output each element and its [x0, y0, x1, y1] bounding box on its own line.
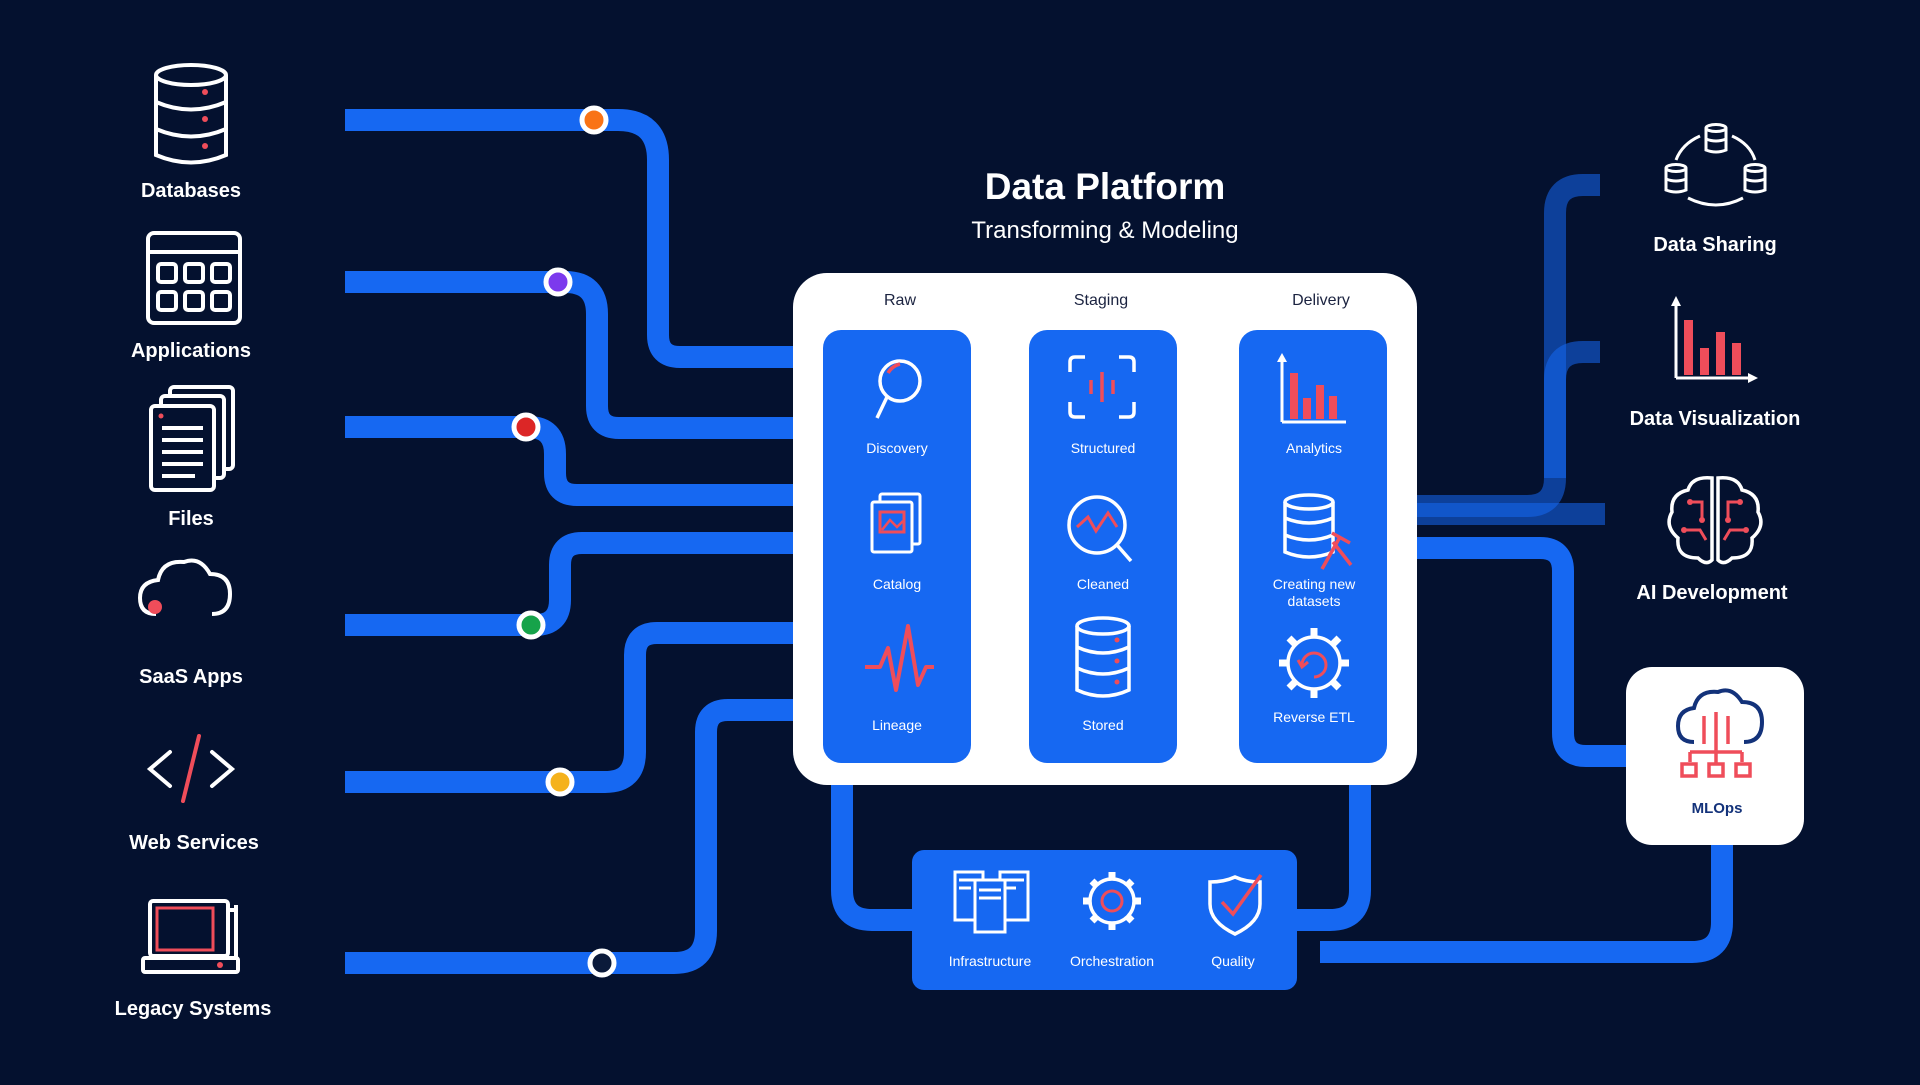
dot-web-services: [545, 767, 575, 797]
applications-grid-icon: [146, 231, 242, 325]
pipe-panel-to-foundation-left: [831, 780, 920, 931]
scan-frame-icon: [1068, 355, 1136, 419]
column-heading-staging: Staging: [1073, 292, 1129, 309]
catalog-icon: [870, 492, 922, 554]
source-label-databases: Databases: [140, 180, 242, 202]
bottom-pipes: [831, 780, 1733, 963]
source-label-files: Files: [168, 508, 214, 530]
pipe-to-mlops: [1415, 537, 1628, 767]
gear-refresh-icon: [1279, 628, 1349, 698]
servers-icon: [953, 870, 1030, 934]
item-label-cleaned: Cleaned: [1076, 576, 1130, 592]
database-tools-icon: [1283, 493, 1353, 570]
source-label-legacy-systems: Legacy Systems: [114, 998, 272, 1020]
database-icon: [1075, 616, 1131, 698]
output-label-data-sharing: Data Sharing: [1653, 234, 1777, 256]
item-label-stored: Stored: [1082, 717, 1124, 733]
source-label-saas-apps: SaaS Apps: [139, 666, 243, 688]
foundation-label-orchestration: Orchestration: [1069, 953, 1155, 969]
database-icon: [154, 63, 228, 165]
item-label-lineage: Lineage: [872, 717, 922, 733]
cloud-icon: [137, 558, 233, 616]
output-pipes: [1415, 174, 1628, 767]
source-dots: [511, 105, 617, 978]
output-label-ai-development: AI Development: [1636, 582, 1788, 604]
shield-check-icon: [1208, 873, 1263, 936]
diagram-subtitle: Transforming & Modeling: [971, 217, 1239, 244]
foundation-label-infrastructure: Infrastructure: [948, 953, 1032, 969]
gear-icon: [1083, 872, 1141, 930]
output-label-data-visualization: Data Visualization: [1629, 408, 1801, 430]
cloud-network-icon: [1675, 688, 1765, 778]
pipe-saas: [345, 532, 795, 636]
card-staging: [1029, 330, 1177, 763]
files-icon: [149, 385, 235, 492]
search-chart-icon: [1067, 495, 1133, 563]
item-label-creating-new-datasets: Creating new datasets: [1239, 576, 1389, 610]
pipe-panel-to-foundation-right: [1290, 780, 1371, 931]
item-label-structured: Structured: [1070, 440, 1136, 456]
foundation-label-quality: Quality: [1211, 953, 1255, 969]
shared-databases-icon: [1664, 123, 1767, 207]
pipe-fades: [340, 109, 420, 974]
magnifier-icon: [875, 359, 922, 419]
dot-files: [511, 412, 541, 442]
input-pipes: [345, 109, 795, 974]
output-label-mlops: MLOps: [1691, 800, 1743, 817]
diagram-title: Data Platform: [984, 166, 1226, 207]
pulse-icon: [865, 624, 934, 692]
source-label-applications: Applications: [130, 340, 252, 362]
source-label-web-services: Web Services: [129, 832, 259, 854]
bar-chart-icon: [1671, 296, 1758, 383]
pipe-databases: [345, 109, 795, 368]
pipe-foundation-to-mlops: [1320, 830, 1733, 963]
code-icon: [146, 734, 236, 803]
item-label-catalog: Catalog: [872, 576, 922, 592]
item-label-discovery: Discovery: [866, 440, 928, 456]
bar-chart-icon: [1277, 353, 1346, 424]
item-label-reverse-etl: Reverse ETL: [1273, 709, 1355, 725]
pipe-legacy: [345, 699, 795, 974]
card-delivery: [1239, 330, 1387, 763]
column-heading-raw: Raw: [883, 292, 917, 309]
item-label-analytics: Analytics: [1285, 440, 1343, 456]
brain-icon: [1667, 476, 1763, 565]
pipe-to-data-visualization: [1544, 341, 1600, 478]
dot-saas: [516, 610, 546, 640]
pipe-applications: [345, 271, 795, 439]
dot-applications: [543, 267, 573, 297]
column-heading-delivery: Delivery: [1292, 292, 1350, 309]
pipe-web-services: [345, 622, 795, 793]
item-label-line: Creating new: [1272, 576, 1356, 592]
dot-databases: [579, 105, 609, 135]
item-label-line: datasets: [1287, 593, 1341, 609]
dot-legacy: [587, 948, 617, 978]
computer-icon: [141, 899, 240, 974]
